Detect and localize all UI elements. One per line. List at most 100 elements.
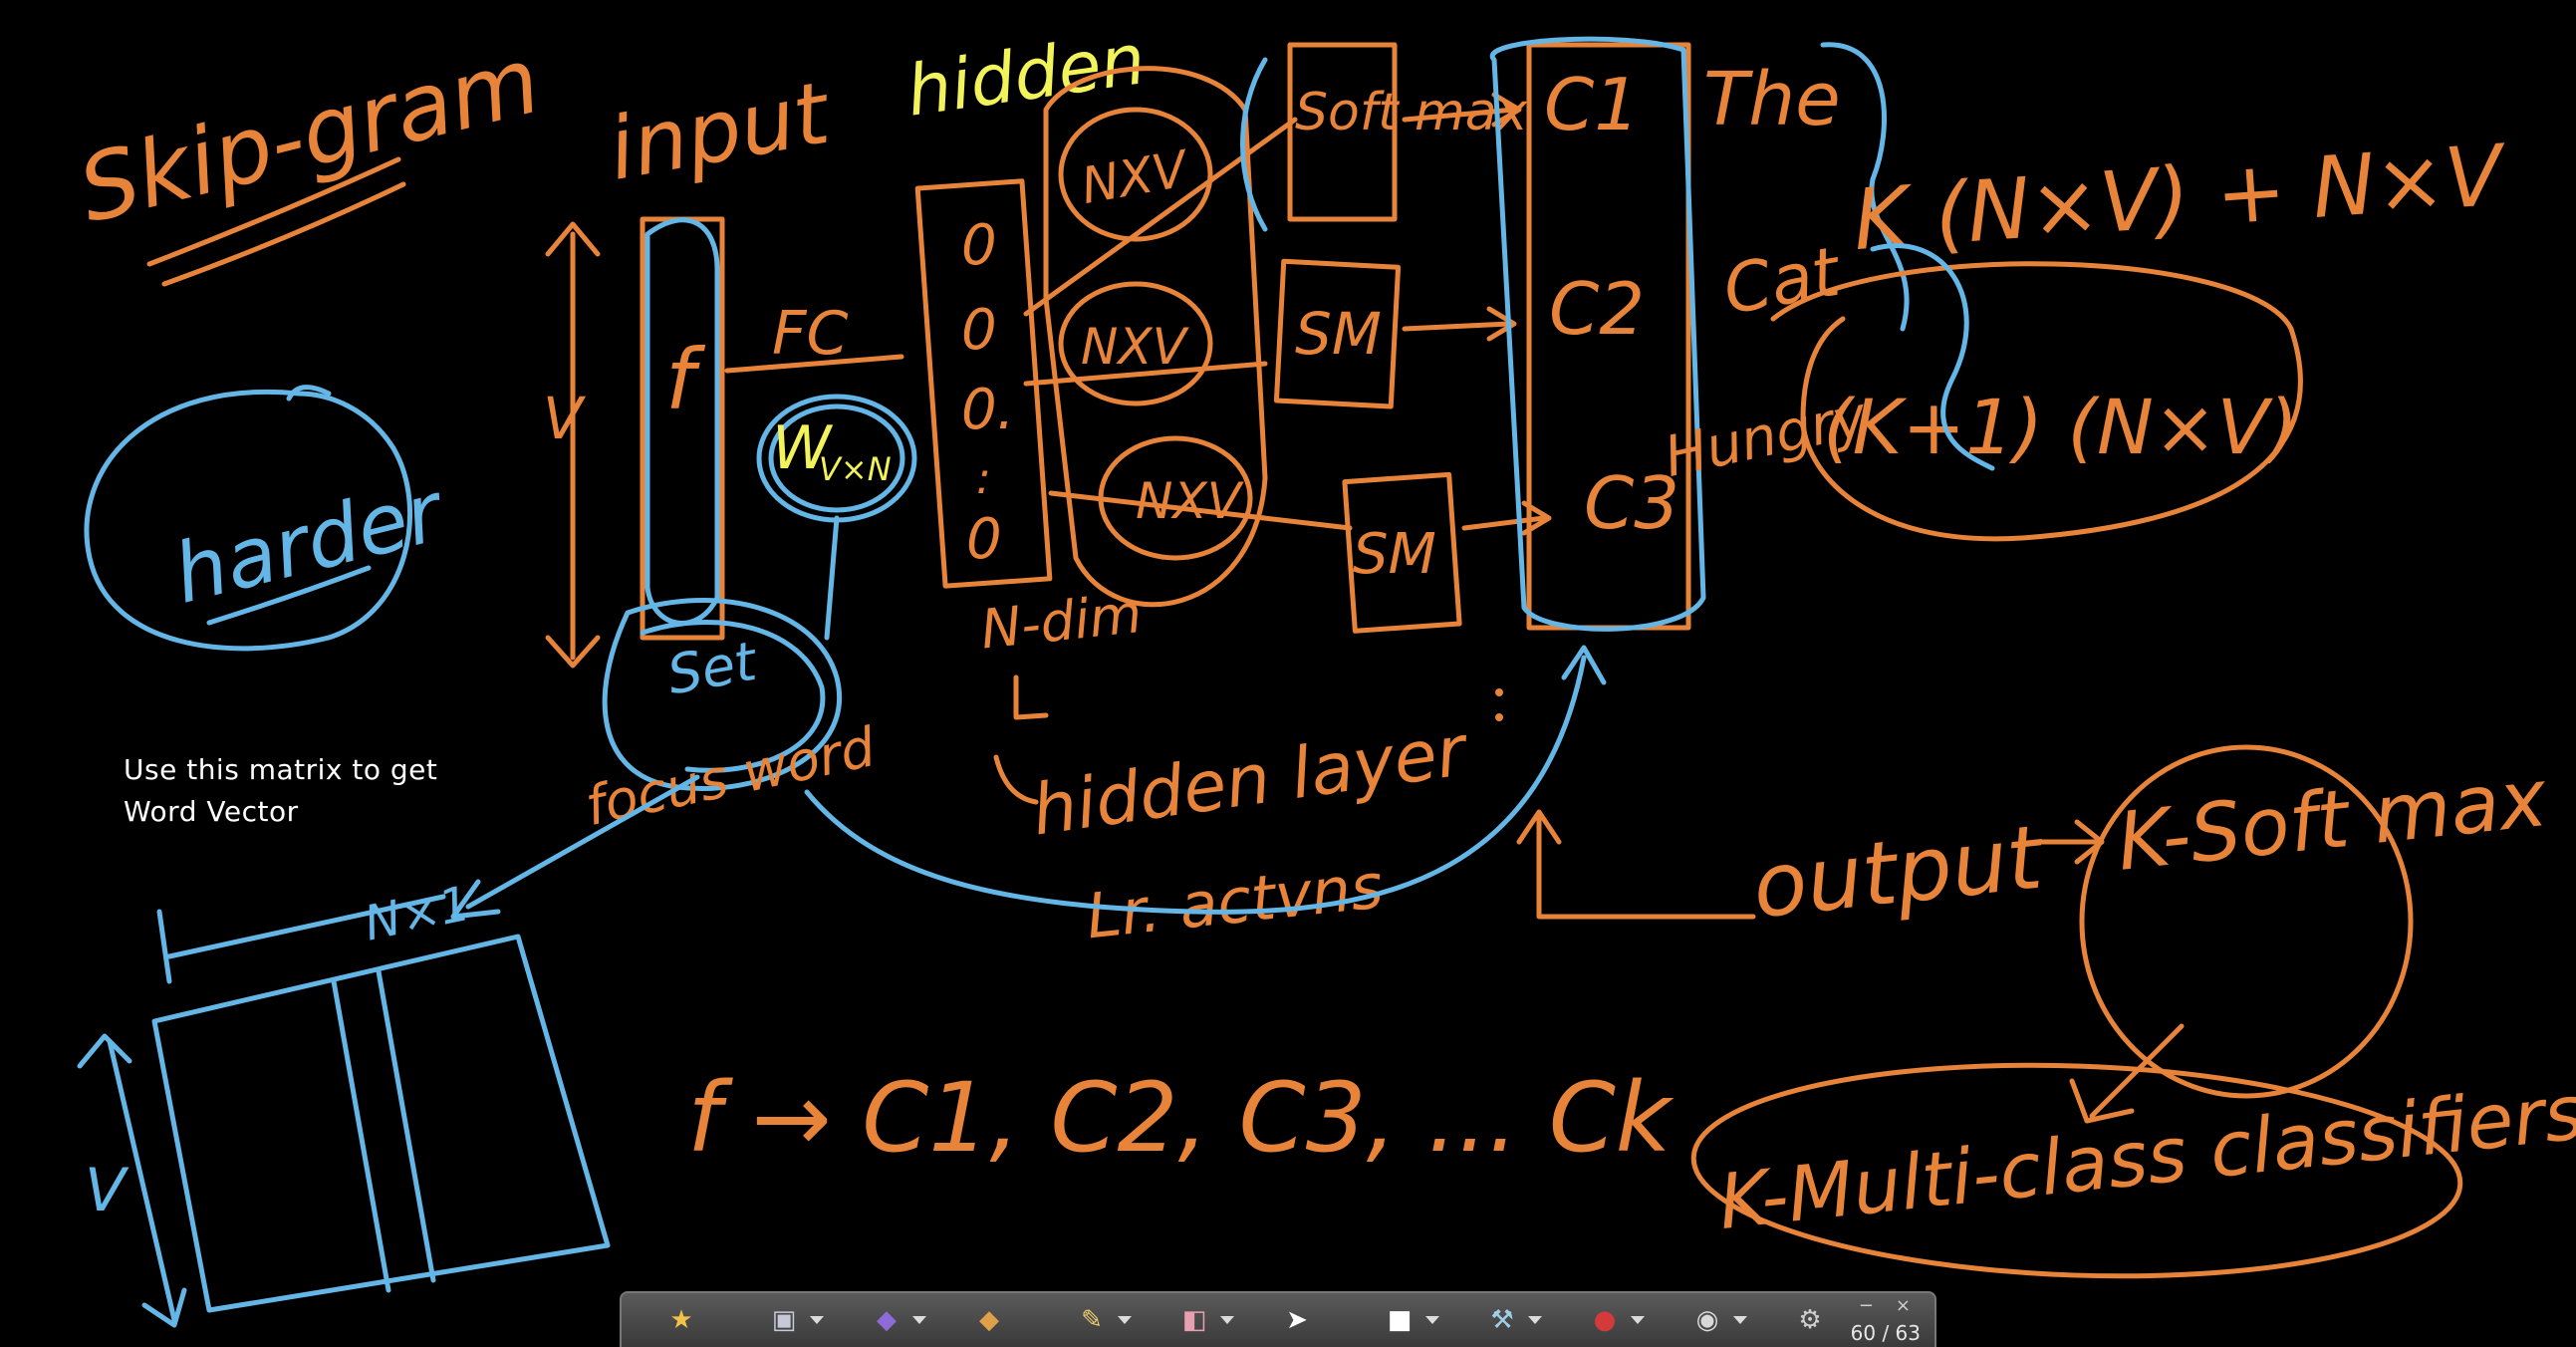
v-arrow-top [545, 221, 601, 257]
nxv-group-outline [1043, 66, 1268, 608]
hidden-unit-n: 0 [966, 507, 1002, 572]
tool-star-pen[interactable]: ★ [661, 1296, 737, 1344]
tool-save[interactable]: ▣ [764, 1296, 840, 1344]
hidden-unit-2: 0 [961, 298, 997, 363]
record-caret-icon[interactable] [1631, 1316, 1645, 1324]
weight-W: W [772, 413, 834, 483]
title-skip-gram: Skip-gram [69, 27, 550, 244]
arrow-to-c2 [1402, 321, 1512, 332]
save-icon: ▣ [771, 1305, 797, 1335]
nxv-label-3: NXV [1136, 472, 1245, 530]
webcam-icon: ◉ [1695, 1305, 1719, 1335]
annotation-line-1: Use this matrix to get [124, 753, 438, 786]
tool-eraser[interactable]: ◧ [1174, 1296, 1250, 1344]
harder-bubble-tail [286, 385, 332, 402]
tool-marker[interactable]: ◆ [969, 1296, 1045, 1344]
hidden-unit-dots: : [976, 453, 991, 504]
gear-icon: ⚙ [1798, 1305, 1822, 1335]
k-multiclass-oval [1690, 1062, 2463, 1279]
highlighter-caret-icon[interactable] [912, 1316, 926, 1324]
matrix-n-label: N×1 [360, 876, 475, 952]
eraser-icon: ◧ [1181, 1305, 1207, 1335]
harder-underline [206, 565, 372, 626]
input-vector-highlight [644, 217, 720, 626]
weight-subscript: V×N [819, 450, 892, 488]
k-multiclass-label: K-Multi-class classifiers [1714, 1067, 2576, 1246]
softmax-blue-mark [1240, 57, 1268, 232]
matrix-v-arrow-top [77, 1033, 132, 1069]
context-c3: C3 [1584, 461, 1679, 545]
matrix-top-tick-left [156, 909, 172, 984]
eraser-caret-icon[interactable] [1220, 1316, 1234, 1324]
formula-blue-bracket [1870, 243, 1995, 471]
formula-parameters: K (N×V) + N×V [1850, 126, 2510, 269]
rectangle-icon: ■ [1387, 1305, 1413, 1335]
rectangle-caret-icon[interactable] [1425, 1316, 1439, 1324]
hidden-layer-box [914, 178, 1053, 589]
dot-2 [1495, 713, 1503, 721]
save-caret-icon[interactable] [810, 1316, 824, 1324]
output-bracket [1536, 814, 1756, 920]
pencil-caret-icon[interactable] [1118, 1316, 1132, 1324]
page-counter: 60 / 63 [1850, 1321, 1921, 1345]
matrix-v-arrow-bottom [141, 1287, 187, 1328]
title-underline-2 [161, 181, 406, 287]
hammer-caret-icon[interactable] [1528, 1316, 1542, 1324]
arrow-head-c3 [1521, 500, 1552, 536]
tool-pencil[interactable]: ✎ [1072, 1296, 1148, 1344]
softmax-box-1 [1287, 42, 1398, 222]
harder-bubble [84, 390, 412, 652]
hidden-label: hidden [902, 18, 1150, 133]
webcam-caret-icon[interactable] [1733, 1316, 1747, 1324]
marker-icon: ◆ [979, 1305, 999, 1335]
matrix-column-line-1 [331, 978, 391, 1293]
n-dim-label: N-dim [978, 582, 1145, 662]
word-vector-annotation: Use this matrix to get Word Vector [124, 749, 462, 833]
output-bracket-arrow [1516, 809, 1562, 845]
weight-matrix-sketch [151, 934, 611, 1313]
star-pen-icon: ★ [669, 1305, 693, 1335]
softmax-box-3 [1342, 471, 1462, 634]
input-vector-box [640, 216, 725, 641]
formula-2-oval [1770, 261, 2303, 542]
formula-simplified: (K+1) (N×V) [1823, 383, 2298, 471]
tool-settings[interactable]: ⚙ [1790, 1296, 1866, 1344]
context-word-cat: Cat [1717, 232, 1847, 330]
focus-to-output-arrow [1561, 645, 1607, 685]
harder-text: harder [164, 464, 454, 623]
focus-word-circle [602, 598, 842, 791]
k-softmax-circle [2079, 744, 2414, 1099]
matrix-column-line-2 [376, 968, 436, 1283]
dot-1 [1495, 688, 1503, 696]
hidden-unit-3: 0. [961, 378, 1014, 442]
n-dim-arrow [1013, 674, 1049, 720]
tool-webcam[interactable]: ◉ [1687, 1296, 1763, 1344]
context-c2: C2 [1549, 267, 1645, 351]
v-dimension-label: V [543, 385, 587, 452]
v-arrow-bottom [545, 635, 601, 669]
tool-hammer[interactable]: ⚒ [1482, 1296, 1558, 1344]
tool-highlighter[interactable]: ◆ [867, 1296, 942, 1344]
minimize-button[interactable]: − [1858, 1295, 1874, 1316]
nxv-bubble-1 [1058, 107, 1213, 242]
tool-rectangle[interactable]: ■ [1380, 1296, 1455, 1344]
connect-hidden-softmax-2 [1023, 361, 1268, 387]
output-note: output [1748, 805, 2050, 938]
weight-to-focus-line [824, 515, 840, 641]
title-underline-1 [146, 156, 401, 267]
tool-record[interactable]: ● [1585, 1296, 1661, 1344]
focus-to-matrix-arrow [450, 879, 501, 920]
input-letter-f: f [665, 331, 706, 428]
pointer-icon: ➤ [1286, 1305, 1308, 1335]
hidden-layer-note: hidden layer [1027, 709, 1474, 852]
mapping-formula: f → C1, C2, C3, ... Ck [687, 1062, 1674, 1174]
nxv-bubble-2 [1058, 281, 1213, 406]
close-button[interactable]: × [1895, 1295, 1911, 1316]
tool-pointer[interactable]: ➤ [1277, 1296, 1353, 1344]
record-icon: ● [1593, 1305, 1617, 1335]
output-column-highlight [1489, 36, 1706, 632]
highlighter-icon: ◆ [877, 1305, 897, 1335]
softmax-box-2 [1273, 258, 1402, 409]
input-label: input [602, 63, 839, 199]
